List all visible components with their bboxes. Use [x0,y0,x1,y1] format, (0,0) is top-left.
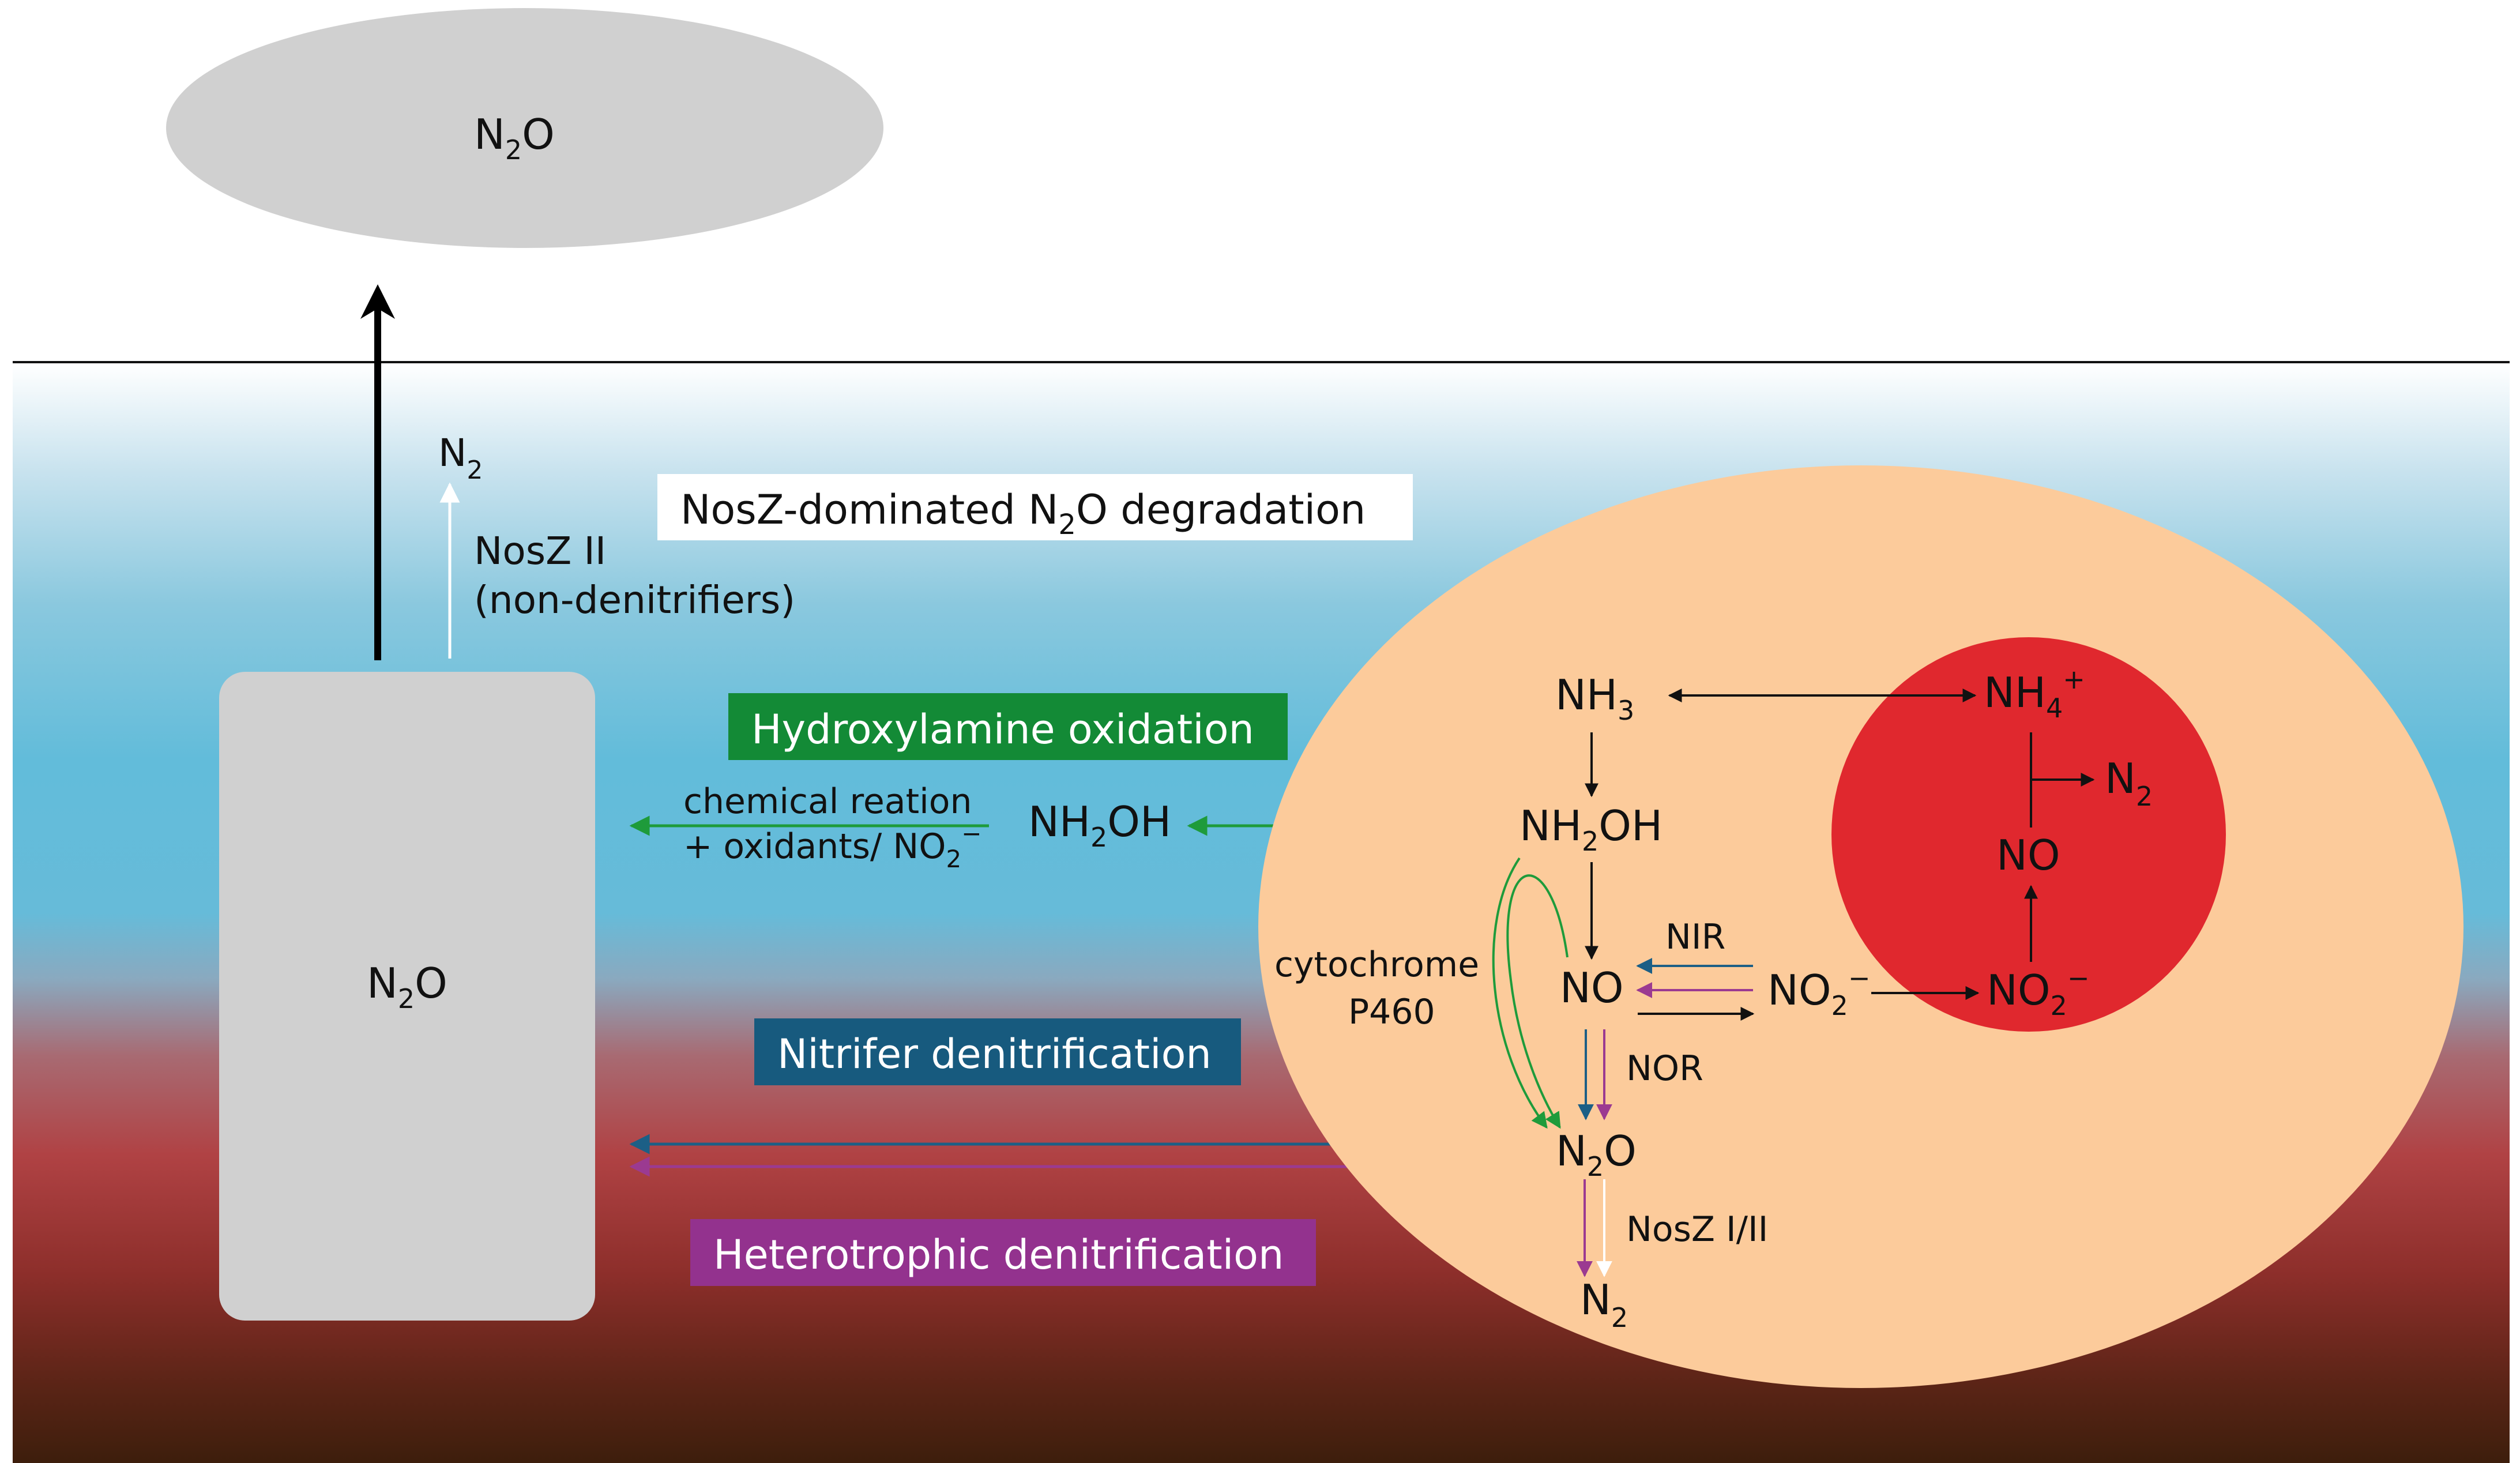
nosz-label: NosZ I/II [1626,1209,1768,1250]
chemical-reaction-line1: chemical reation [683,781,972,822]
badge-nosz-text: NosZ-dominated N2O degradation [680,486,1366,541]
badge-heterotrophic-text: Heterotrophic denitrification [713,1231,1284,1278]
badge-hydroxylamine-bg [728,693,1288,760]
p460-label: P460 [1348,992,1435,1032]
badge-nitrifier-bg [754,1018,1241,1085]
badge-heterotrophic-bg [690,1219,1316,1286]
cytochrome-label: cytochrome [1274,945,1479,985]
nosz-ii-label: NosZ II [474,529,606,573]
anammox-no-label: NO [1996,831,2060,879]
green-curve-inner [1506,874,1569,1129]
nir-label: NIR [1665,917,1725,957]
no-label: NO [1560,964,1624,1012]
atmosphere-n2o-label: N2O [474,110,555,166]
badge-nitrifier-text: Nitrifer denitrification [777,1031,1212,1078]
nor-label: NOR [1626,1048,1703,1089]
sediment-n2o-pool [219,672,595,1321]
badge-hydroxylamine-text: Hydroxylamine oxidation [751,706,1254,753]
chemical-reaction-line2: + oxidants/ NO2− [683,819,981,873]
pool-n2o-label: N2O [367,959,447,1014]
non-denitrifiers-label: (non-denitrifiers) [474,578,795,622]
atmosphere-cloud [166,8,883,248]
green-curve-outer [1492,857,1548,1129]
badge-nosz-bg [657,474,1413,540]
anammox-cell [1831,637,2226,1032]
